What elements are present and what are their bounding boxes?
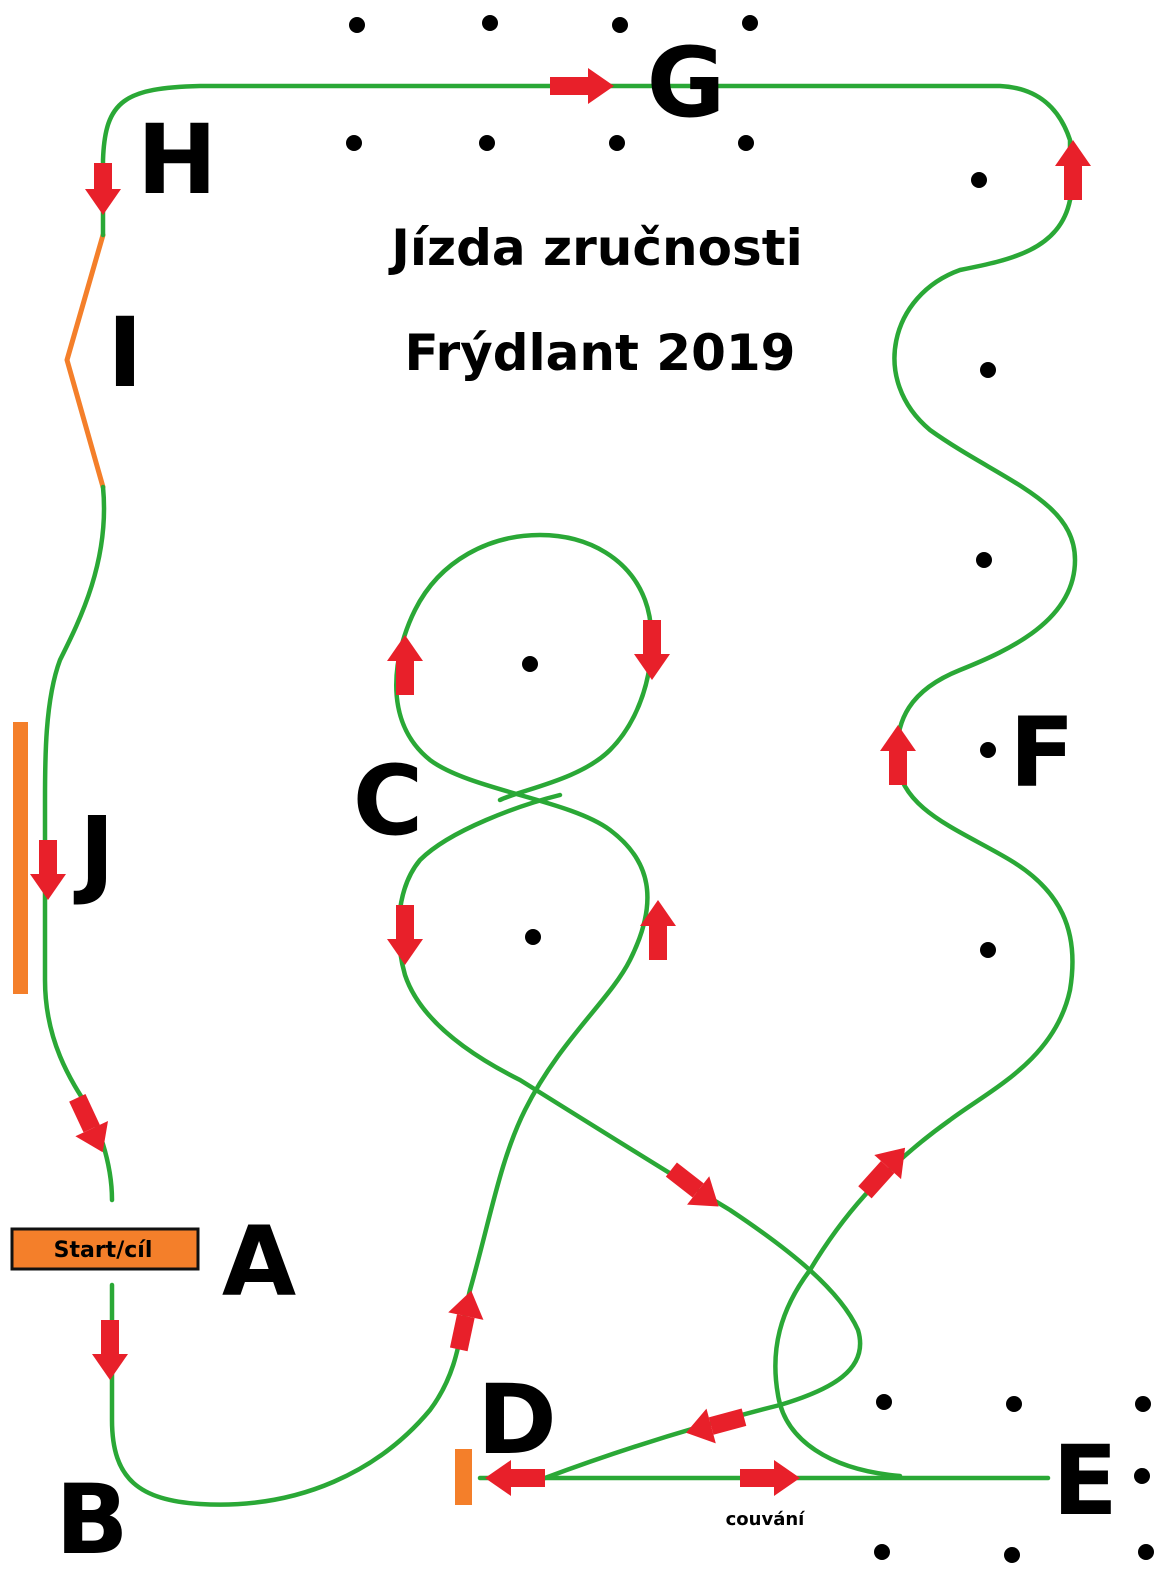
- obstacle-slalom-i: [64, 232, 106, 490]
- station-label-j: J: [73, 796, 115, 908]
- arrow-c-up-2: [640, 900, 676, 960]
- cone-marker: [346, 135, 362, 151]
- arrow-diag-up-right: [858, 1147, 906, 1199]
- route: [42, 83, 1078, 1507]
- start-finish-box: [10, 1227, 200, 1271]
- station-label-e: E: [1052, 1425, 1118, 1537]
- station-label-d: D: [477, 1364, 557, 1476]
- station-label-h: H: [137, 104, 217, 216]
- reverse-label: couvání: [726, 1509, 806, 1530]
- cone-marker: [742, 15, 758, 31]
- cone-marker: [609, 135, 625, 151]
- arrow-right-up: [1055, 140, 1091, 200]
- route-figure8-lower: [396, 792, 863, 1481]
- cone-marker: [971, 172, 987, 188]
- cone-marker: [738, 135, 754, 151]
- arrow-h-down: [85, 163, 121, 215]
- station-labels: G H I C F J A D E B: [55, 27, 1117, 1576]
- station-label-c: C: [353, 745, 423, 857]
- cone-marker: [980, 362, 996, 378]
- obstacle-marker-d: [455, 1449, 472, 1505]
- cone-marker: [1134, 1468, 1150, 1484]
- station-label-a: A: [222, 1206, 296, 1318]
- start-finish-label: Start/cíl: [54, 1238, 153, 1263]
- cone-marker: [525, 929, 541, 945]
- station-label-g: G: [647, 27, 726, 139]
- cone-marker: [1006, 1396, 1022, 1412]
- arrow-reverse-right: [740, 1460, 800, 1496]
- cone-marker: [874, 1544, 890, 1560]
- title-line-1: Jízda zručnosti: [388, 219, 803, 277]
- cone-marker: [980, 942, 996, 958]
- arrow-d-up: [448, 1290, 484, 1352]
- arrow-to-d-diag: [686, 1408, 747, 1444]
- cone-marker: [1004, 1547, 1020, 1563]
- route-b-curve: [109, 532, 654, 1507]
- arrow-diag-down-right: [665, 1162, 719, 1207]
- station-label-i: I: [107, 297, 143, 409]
- station-label-b: B: [55, 1464, 128, 1576]
- cone-marker: [522, 656, 538, 672]
- route-top: [100, 83, 1073, 238]
- route-weave-f: [773, 197, 1078, 1479]
- arrow-c-down-2: [387, 905, 423, 965]
- obstacles: [10, 232, 472, 1505]
- arrow-c-up-1: [387, 635, 423, 695]
- arrow-c-down-1: [634, 620, 670, 680]
- arrow-j-down: [30, 840, 66, 900]
- arrow-d-left: [485, 1460, 545, 1496]
- cone-marker: [349, 17, 365, 33]
- title-line-2: Frýdlant 2019: [405, 324, 796, 382]
- cone-marker: [1135, 1396, 1151, 1412]
- arrow-left-diag: [69, 1094, 109, 1153]
- obstacle-bar-j: [13, 722, 28, 994]
- arrow-b-down: [92, 1320, 128, 1380]
- station-label-f: F: [1009, 697, 1075, 809]
- direction-arrows: [30, 68, 1091, 1496]
- cone-marker: [980, 742, 996, 758]
- cone-marker: [479, 135, 495, 151]
- arrow-g-left: [550, 68, 614, 104]
- cone-marker: [1138, 1544, 1154, 1560]
- cone-marker: [976, 552, 992, 568]
- cone-marker: [482, 15, 498, 31]
- cone-marker: [876, 1394, 892, 1410]
- cone-marker: [612, 17, 628, 33]
- cone-markers: [346, 15, 1154, 1563]
- arrow-f-up: [880, 725, 916, 785]
